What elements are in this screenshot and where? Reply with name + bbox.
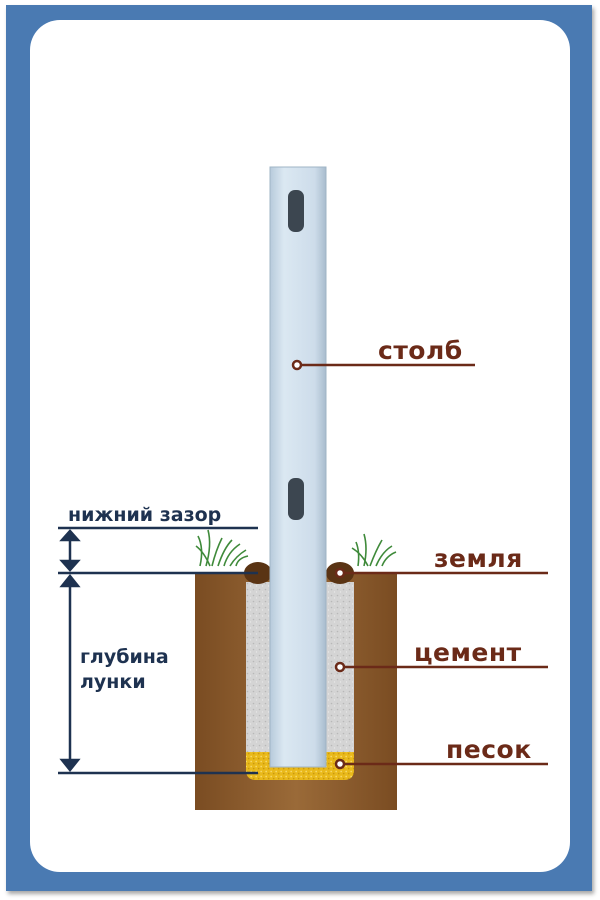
earth-label: земля (434, 544, 523, 573)
cement-label: цемент (414, 638, 522, 667)
grass-left (195, 529, 249, 567)
sand-leader-dot (334, 758, 346, 770)
cement-leader-dot (334, 661, 346, 673)
post-slot-bottom (288, 478, 304, 520)
bottom-gap-label: нижний зазор (68, 504, 222, 526)
gap-arrow-head-down (59, 559, 81, 572)
grass-right (351, 533, 397, 567)
earth-leader-dot (334, 567, 346, 579)
hole-depth-label-line2: лунки (80, 671, 146, 693)
depth-arrow-head-up (59, 573, 81, 588)
depth-arrow-head-down (59, 758, 81, 773)
post (269, 166, 327, 768)
sand-label: песок (446, 735, 532, 764)
gap-arrow-head-up (59, 529, 81, 542)
post-label: столб (378, 336, 463, 365)
post-leader-dot (291, 359, 303, 371)
post-slot-top (288, 190, 304, 232)
hole-depth-label-line1: глубина (80, 646, 169, 668)
